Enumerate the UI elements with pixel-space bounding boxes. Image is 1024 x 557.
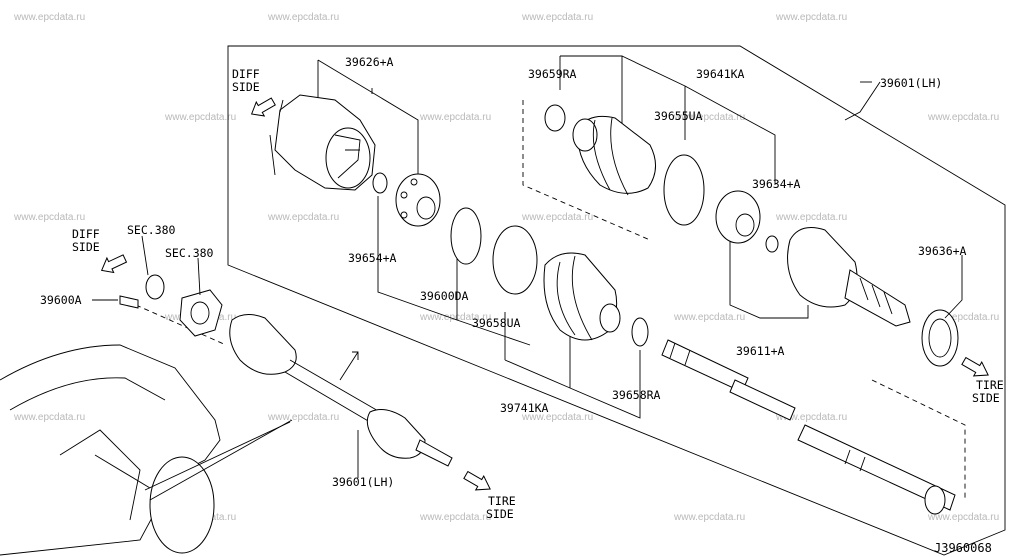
inner-boot — [543, 252, 621, 341]
watermark: www.epcdata.ru — [521, 12, 593, 23]
watermark: www.epcdata.ru — [267, 212, 339, 223]
seal-washer — [145, 274, 165, 300]
watermark: www.epcdata.ru — [927, 312, 999, 323]
watermark: www.epcdata.ru — [164, 112, 236, 123]
section-label-sec380[interactable]: SEC.380 — [127, 223, 176, 237]
outer-boot — [572, 115, 656, 196]
watermark: www.epcdata.ru — [673, 112, 745, 123]
part-label-39626a[interactable]: 39626+A — [345, 55, 394, 69]
watermark: www.epcdata.ru — [673, 312, 745, 323]
part-label-39600a[interactable]: 39600A — [40, 293, 82, 307]
watermark: www.epcdata.ru — [13, 12, 85, 23]
diagram-code: J3960068 — [934, 541, 992, 555]
drive-shaft — [661, 339, 956, 515]
section-label-sec380[interactable]: SEC.380 — [165, 246, 214, 260]
band-ring-top — [544, 104, 566, 132]
watermark: www.epcdata.ru — [775, 412, 847, 423]
diff-side-arrow-icon — [100, 254, 128, 274]
part-label-39601lh-bottom[interactable]: 39601(LH) — [332, 475, 394, 489]
part-label-39634a[interactable]: 39634+A — [752, 177, 801, 191]
outer-joint-race — [715, 190, 761, 244]
watermark: www.epcdata.ru — [419, 312, 491, 323]
diff-side-label-line2: SIDE — [72, 240, 100, 254]
tire-side-arrow-icon — [961, 356, 989, 377]
boot-band-large — [450, 207, 482, 265]
watermark: www.epcdata.ru — [267, 12, 339, 23]
watermark: www.epcdata.ru — [927, 512, 999, 523]
boot-band-outer — [663, 154, 705, 226]
dashed-guides — [135, 100, 966, 500]
part-label-39601lh[interactable]: 39601(LH) — [880, 76, 942, 90]
watermark: www.epcdata.ru — [521, 212, 593, 223]
assembled-axle — [229, 314, 453, 467]
inner-cv-housing — [269, 94, 376, 191]
watermark: www.epcdata.ru — [775, 12, 847, 23]
part-label-39611a[interactable]: 39611+A — [736, 344, 785, 358]
watermark: www.epcdata.ru — [927, 112, 999, 123]
leader-lines — [92, 81, 963, 501]
small-band-ring — [631, 317, 649, 347]
watermark: www.epcdata.ru — [419, 112, 491, 123]
diff-side-arrow-icon — [250, 97, 276, 117]
bolt — [119, 295, 139, 309]
watermark: www.epcdata.ru — [521, 412, 593, 423]
hub-flange — [179, 289, 223, 337]
tire-side-label-line2: SIDE — [972, 391, 1000, 405]
part-label-39659ra[interactable]: 39659RA — [528, 67, 577, 81]
diff-side-label-line2: SIDE — [232, 80, 260, 94]
watermark: www.epcdata.ru — [673, 512, 745, 523]
tire-side-label-line1: TIRE — [976, 378, 1004, 392]
boot-band-clamp — [492, 225, 538, 295]
part-label-39655ua[interactable]: 39655UA — [654, 109, 703, 123]
snap-ring-inner — [372, 172, 388, 194]
part-label-39636a[interactable]: 39636+A — [918, 244, 967, 258]
tire-side-seal — [921, 309, 959, 367]
direction-arrows — [100, 97, 989, 491]
watermark: www.epcdata.ru — [267, 412, 339, 423]
watermark: www.epcdata.ru — [13, 412, 85, 423]
snap-ring-outer — [765, 235, 779, 253]
diff-side-label-line1: DIFF — [72, 227, 100, 241]
vehicle-illustration — [0, 344, 221, 556]
tire-side-label-line1: TIRE — [488, 494, 516, 508]
tire-side-arrow-icon — [463, 470, 491, 491]
part-label-39658ua[interactable]: 39658UA — [472, 316, 521, 330]
bracket-lines — [317, 55, 872, 419]
tripod-joint — [395, 173, 441, 227]
part-label-39654a[interactable]: 39654+A — [348, 251, 397, 265]
watermark: www.epcdata.ru — [419, 512, 491, 523]
diff-side-label-line1: DIFF — [232, 67, 260, 81]
outer-cv-joint — [787, 227, 911, 327]
exploded-view-frame — [227, 45, 1006, 556]
up-arrow-icon — [339, 351, 359, 381]
tire-side-label-line2: SIDE — [486, 507, 514, 521]
part-label-39658ra[interactable]: 39658RA — [612, 388, 661, 402]
part-label-39641ka[interactable]: 39641KA — [696, 67, 745, 81]
watermark: www.epcdata.ru — [775, 212, 847, 223]
part-label-39741ka[interactable]: 39741KA — [500, 401, 549, 415]
part-label-39600da[interactable]: 39600DA — [420, 289, 469, 303]
watermark: www.epcdata.ru — [13, 212, 85, 223]
